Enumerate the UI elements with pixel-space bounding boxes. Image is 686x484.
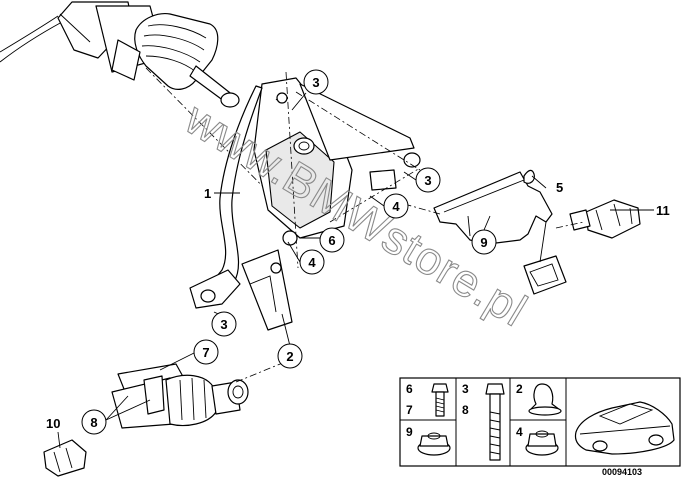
svg-text:2: 2	[286, 349, 293, 364]
callout-4-upper: 4	[383, 193, 409, 219]
short-bolt-icon	[431, 383, 449, 417]
long-bolt-icon	[485, 383, 505, 461]
callout-4-lower: 4	[299, 249, 325, 275]
hex-nut-icon	[525, 430, 559, 456]
callout-9: 9	[471, 229, 497, 255]
svg-text:8: 8	[90, 415, 97, 430]
inset-number-3: 3	[462, 382, 469, 396]
callout-6: 6	[319, 227, 345, 253]
master-cylinder	[111, 359, 291, 429]
svg-text:3: 3	[312, 75, 319, 90]
push-clip-icon	[528, 383, 562, 416]
fastener-inset: 6 7 3 8 2 9 4	[399, 377, 681, 467]
callout-3-right: 3	[415, 167, 441, 193]
callout-8: 8	[81, 409, 107, 435]
svg-text:3: 3	[220, 317, 227, 332]
callout-3-left: 3	[211, 311, 237, 337]
inset-number-7: 7	[406, 403, 413, 417]
svg-text:6: 6	[328, 233, 335, 248]
label-11: 11	[656, 203, 670, 218]
label-5: 5	[556, 180, 563, 195]
inset-number-8: 8	[462, 403, 469, 417]
svg-text:9: 9	[480, 235, 487, 250]
pedal-lever	[189, 85, 298, 331]
pedal-bracket	[253, 71, 421, 269]
callout-7: 7	[193, 339, 219, 365]
inset-number-2: 2	[516, 382, 523, 396]
svg-text:4: 4	[308, 255, 316, 270]
inset-number-9: 9	[406, 425, 413, 439]
svg-text:3: 3	[424, 173, 431, 188]
clip-part	[43, 439, 87, 477]
svg-text:7: 7	[202, 345, 209, 360]
svg-text:4: 4	[392, 199, 400, 214]
diagram-id: 00094103	[602, 467, 642, 477]
inset-number-6: 6	[406, 382, 413, 396]
callout-2: 2	[277, 343, 303, 369]
brake-booster	[0, 1, 287, 211]
flange-nut-icon	[417, 432, 451, 456]
label-10: 10	[46, 416, 60, 431]
switch-bracket	[389, 169, 641, 295]
label-1: 1	[204, 186, 211, 201]
callout-3-top: 3	[303, 69, 329, 95]
inset-number-4: 4	[516, 425, 523, 439]
car-silhouette-icon	[574, 401, 675, 455]
